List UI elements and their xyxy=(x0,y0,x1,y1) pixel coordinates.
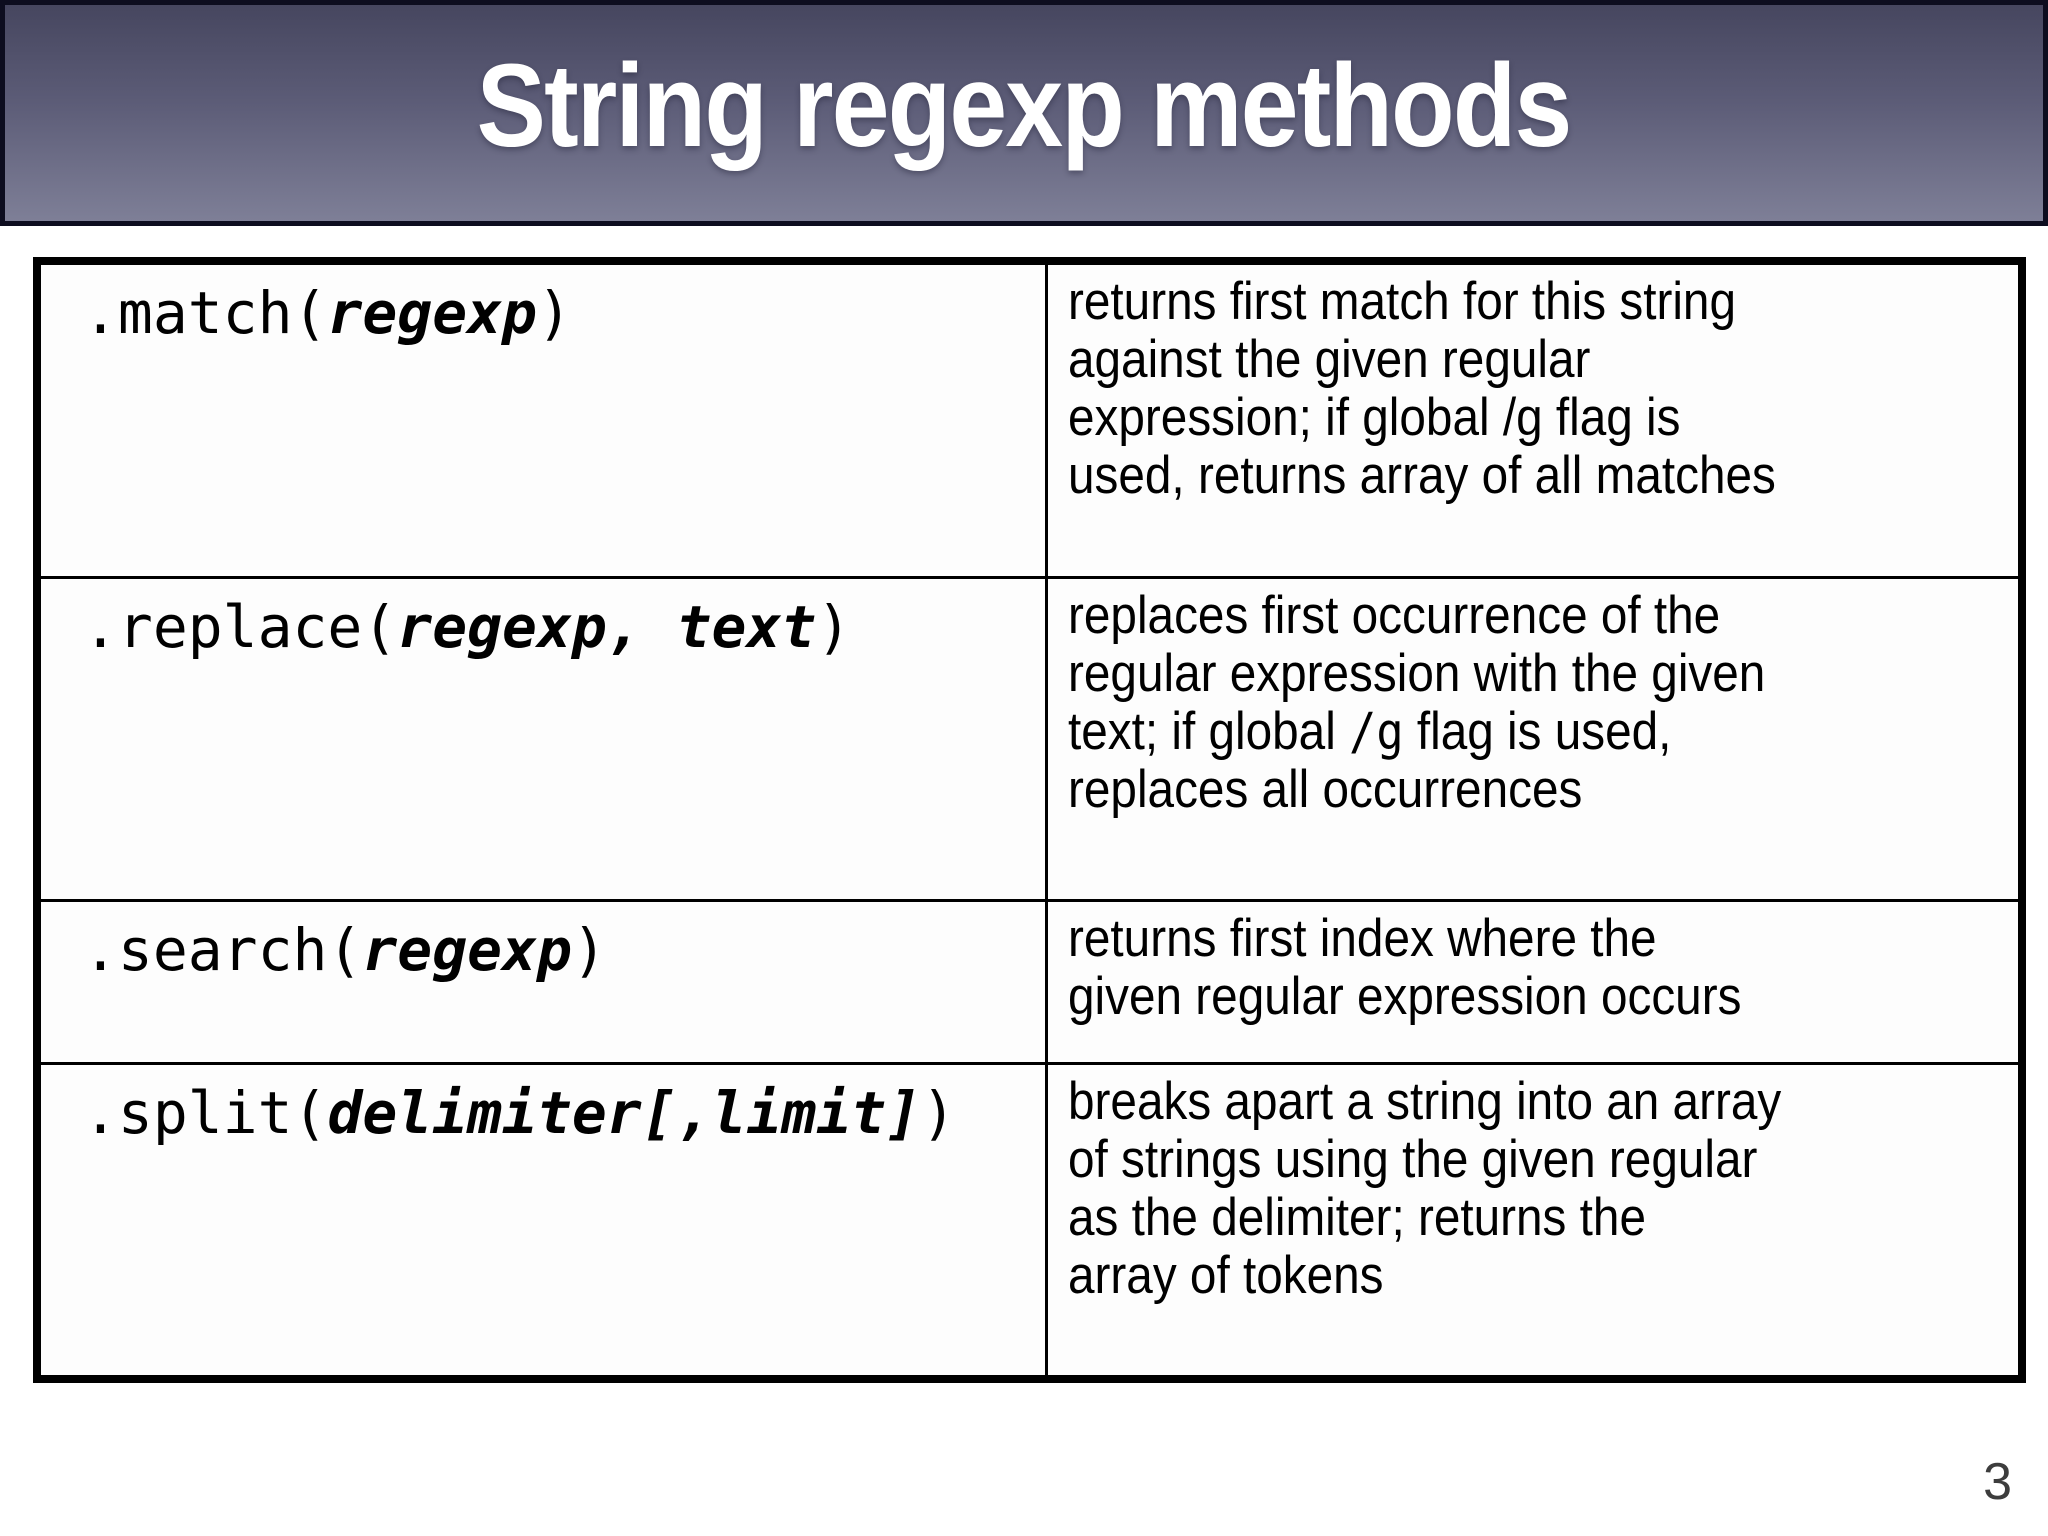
code-argument: delimiter[,limit] xyxy=(327,1078,922,1147)
description-text: returns first match for this string agai… xyxy=(1068,273,2012,505)
text-segment: returns first index where the given regu… xyxy=(1067,908,1741,1026)
description-text: replaces first occurrence of the regular… xyxy=(1067,585,2012,819)
table-row: .split(delimiter[,limit])breaks apart a … xyxy=(35,1061,2024,1381)
header-banner: String regexp methods xyxy=(0,0,2048,226)
regexp-methods-table: .match(regexp)returns first match for th… xyxy=(33,257,2026,1383)
slide-title: String regexp methods xyxy=(477,40,1573,172)
method-cell: .search(regexp) xyxy=(35,898,1048,1065)
code-segment: .split( xyxy=(83,1078,328,1147)
method-cell: .match(regexp) xyxy=(35,259,1048,579)
text-segment: breaks apart a string into an array of s… xyxy=(1067,1071,1781,1305)
table-row: .search(regexp)returns first index where… xyxy=(35,898,2024,1065)
method-cell: .split(delimiter[,limit]) xyxy=(35,1061,1048,1381)
description-cell: breaks apart a string into an array of s… xyxy=(1044,1061,2024,1381)
code-segment: .replace( xyxy=(83,592,398,661)
code-argument: regexp xyxy=(362,915,572,984)
code-segment: .match( xyxy=(83,279,328,347)
code-argument: regexp xyxy=(327,279,537,347)
method-cell: .replace(regexp, text) xyxy=(35,575,1048,902)
code-segment: ) xyxy=(536,279,572,347)
page-number: 3 xyxy=(1983,1453,2012,1511)
inline-code: /g xyxy=(1348,701,1404,761)
text-segment: replaces first occurrence of the regular… xyxy=(1067,585,1765,761)
description-cell: returns first match for this string agai… xyxy=(1044,259,2024,579)
description-text: returns first index where the given regu… xyxy=(1067,908,2012,1026)
text-segment: returns first match for this string agai… xyxy=(1067,272,1776,505)
code-argument: regexp, text xyxy=(397,592,817,661)
code-segment: ) xyxy=(921,1078,956,1147)
code-segment: .search( xyxy=(83,915,363,984)
regexp-methods-table-body: .match(regexp)returns first match for th… xyxy=(35,259,2024,1381)
description-text: breaks apart a string into an array of s… xyxy=(1067,1071,2012,1305)
table-row: .match(regexp)returns first match for th… xyxy=(35,259,2024,579)
text-segment: flag is used, replaces all occurrences xyxy=(1067,701,1671,819)
code-segment: ) xyxy=(816,592,852,661)
description-cell: replaces first occurrence of the regular… xyxy=(1044,575,2024,902)
description-cell: returns first index where the given regu… xyxy=(1044,898,2024,1065)
table-row: .replace(regexp, text)replaces first occ… xyxy=(35,575,2024,902)
code-segment: ) xyxy=(571,915,607,984)
